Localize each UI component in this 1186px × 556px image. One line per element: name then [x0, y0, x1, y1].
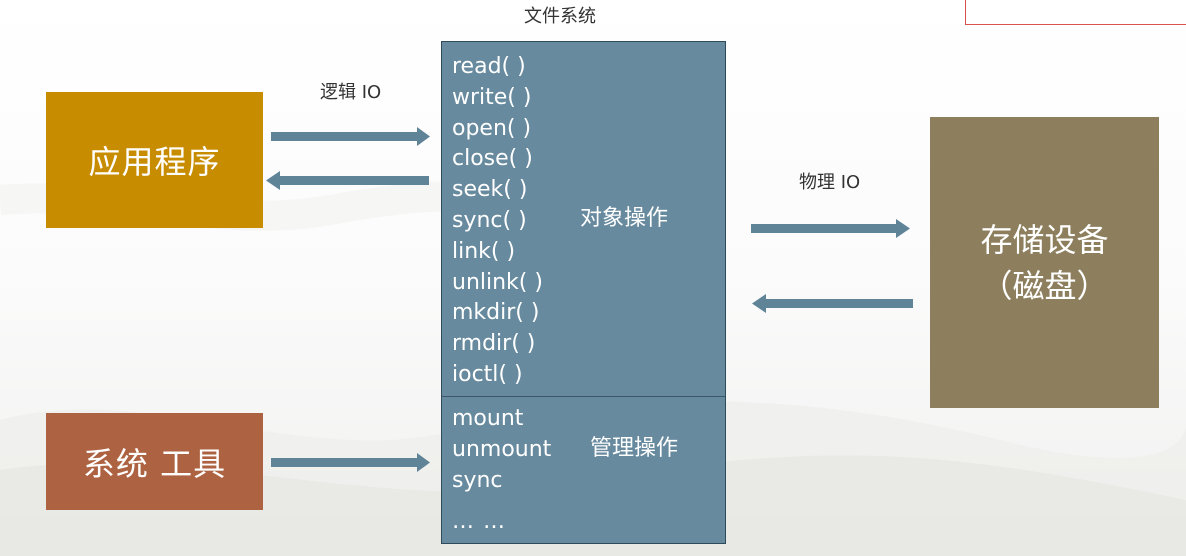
object-operation-item: mkdir( ) — [452, 300, 540, 326]
management-operations-label: 管理操作 — [590, 436, 679, 461]
object-operation-item: read( ) — [452, 54, 526, 79]
system-tools-label: 系统 工具 — [82, 444, 227, 483]
object-operation-item: sync( ) — [452, 207, 527, 233]
object-operations-list: read( ) write( ) open( ) close( ) seek( … — [452, 52, 543, 391]
arrow-fs-to-app — [266, 171, 429, 190]
management-operation-item: unmount — [452, 437, 552, 462]
arrow-tools-to-fs — [271, 453, 430, 472]
arrow-app-to-fs — [271, 127, 430, 146]
object-operation-item: ioctl( ) — [452, 361, 523, 387]
management-operations-list: mount unmount sync — [452, 403, 551, 496]
arrow-fs-to-storage — [751, 219, 910, 238]
corner-frame — [965, 0, 1186, 25]
storage-device-label: 存储设备 — [980, 220, 1109, 259]
file-system-box: read( ) write( ) open( ) close( ) seek( … — [441, 41, 726, 544]
arrow-storage-to-fs — [752, 294, 913, 313]
object-operation-item: close( ) — [452, 146, 533, 172]
system-tools-box: 系统 工具 — [46, 413, 263, 510]
object-operation-item: link( ) — [452, 238, 516, 264]
object-operation-item: unlink( ) — [452, 269, 543, 295]
object-operation-item: seek( ) — [452, 177, 528, 203]
physical-io-label: 物理 IO — [799, 172, 861, 193]
object-operation-item: rmdir( ) — [452, 331, 536, 357]
management-operation-item: mount — [452, 406, 524, 431]
diagram-title: 文件系统 — [524, 6, 596, 27]
application-label: 应用程序 — [88, 143, 221, 181]
application-box: 应用程序 — [46, 92, 263, 228]
file-system-divider — [442, 396, 725, 397]
object-operation-item: write( ) — [452, 84, 532, 110]
object-operations-label: 对象操作 — [580, 206, 669, 231]
storage-device-sublabel: （磁盘） — [980, 266, 1109, 305]
logical-io-label: 逻辑 IO — [320, 82, 382, 103]
storage-device-box: 存储设备 （磁盘） — [930, 117, 1159, 408]
object-operation-item: open( ) — [452, 115, 532, 141]
management-ellipsis: … … — [452, 509, 506, 534]
management-operation-item: sync — [452, 468, 503, 493]
